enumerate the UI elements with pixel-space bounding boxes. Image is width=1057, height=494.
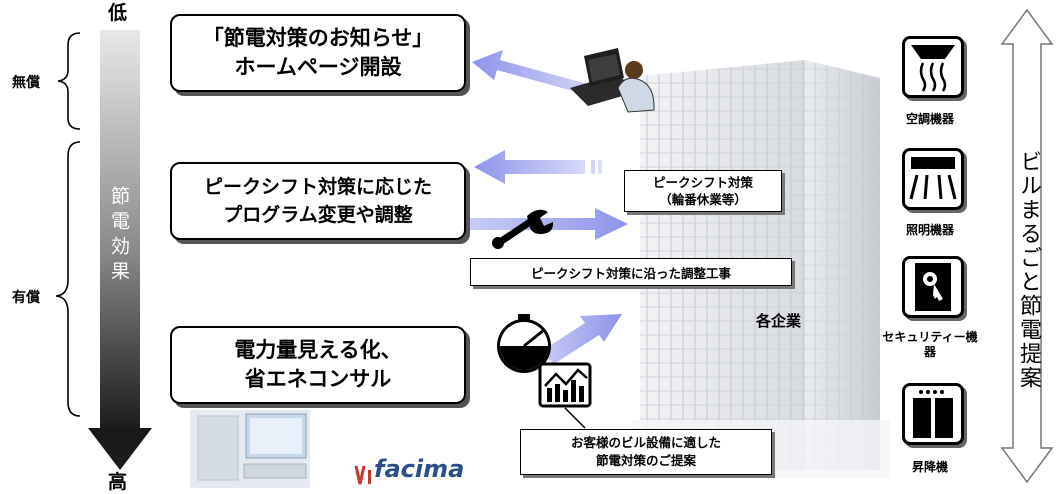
service-consulting-line1: 電力量見える化、 (234, 338, 402, 362)
proposal-note-line1: お客様のビル設備に適した (570, 435, 721, 450)
monitor-chart-icon (538, 362, 592, 408)
adjust-work-note: ピークシフト対策に沿った調整工事 (470, 258, 792, 286)
peak-shift-note-line2: （輪番休業等） (659, 192, 747, 207)
paid-brace (55, 141, 81, 417)
elevator-icon (902, 383, 964, 445)
free-brace (57, 32, 81, 130)
lighting-icon (902, 148, 964, 210)
security-label: セキュリティー機器 (882, 330, 978, 359)
peak-shift-note: ピークシフト対策 （輪番休業等） (624, 170, 782, 212)
effect-low-label: 低 (108, 2, 128, 24)
adjust-work-note-text: ピークシフト対策に沿った調整工事 (530, 265, 731, 281)
effect-axis-graphic (55, 30, 152, 470)
service-box-website: 「節電対策のお知らせ」 ホームページ開設 (170, 14, 466, 92)
computer-photo (190, 410, 310, 488)
security-key-icon (902, 256, 964, 318)
service-box-program: ピークシフト対策に応じた プログラム変更や調整 (170, 162, 466, 240)
paid-tier-label: 有償 (12, 290, 40, 306)
arrow-to-program (474, 150, 602, 184)
effect-arrow-shaft (100, 30, 140, 430)
air-conditioner-label: 空調機器 (905, 112, 954, 126)
arrow-to-website (472, 50, 602, 98)
arrow-to-building-consulting (540, 314, 622, 364)
proposal-note-line2: 節電対策のご提案 (595, 453, 696, 468)
facima-logo-text: facima (374, 455, 465, 483)
facima-logo-mark (354, 465, 371, 485)
peak-shift-note-line1: ピークシフト対策 (652, 175, 753, 190)
service-program-line2: プログラム変更や調整 (223, 204, 413, 226)
service-box-consulting: 電力量見える化、 省エネコンサル (170, 326, 466, 404)
wrench-icon (492, 209, 554, 249)
proposal-note: お客様のビル設備に適した 節電対策のご提案 (520, 429, 772, 475)
whole-building-label: ビルまるごと節電提案 (1016, 150, 1041, 390)
service-program-line1: ピークシフト対策に応じた (203, 176, 432, 198)
building-label: 各企業 (756, 312, 802, 330)
effect-arrow-head (88, 428, 152, 470)
lighting-label: 照明機器 (905, 223, 954, 237)
service-consulting-line2: 省エネコンサル (244, 367, 392, 391)
proposal-connector (564, 407, 586, 429)
effect-axis-label: 節電効果 (108, 186, 130, 286)
free-tier-label: 無償 (12, 75, 40, 91)
air-conditioner-icon (902, 36, 964, 98)
whole-building-arrow (1000, 8, 1054, 484)
service-website-line1: 「節電対策のお知らせ」 (202, 26, 434, 50)
service-website-line2: ホームページ開設 (234, 55, 402, 79)
elevator-label: 昇降機 (911, 460, 948, 474)
laptop-user-icon (570, 48, 655, 113)
gauge-meter-icon (497, 314, 551, 373)
effect-high-label: 高 (108, 471, 128, 493)
